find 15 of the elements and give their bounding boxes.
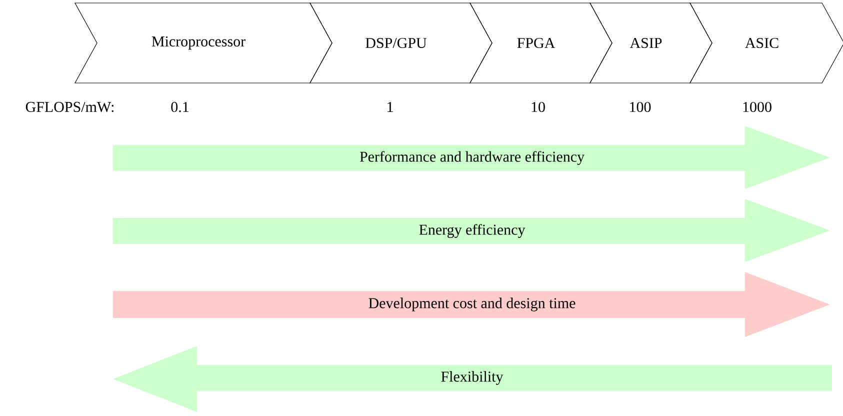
scale-label: 1 bbox=[388, 102, 393, 112]
trend-band: Performance and hardware efficiency bbox=[113, 126, 830, 189]
stage-box: ASIP bbox=[590, 2, 712, 84]
scale-label: 1000 bbox=[743, 102, 772, 112]
stage-box: Microprocessor bbox=[74, 2, 332, 84]
scale-label: 0.1 bbox=[171, 102, 188, 112]
stage-box: ASIC bbox=[690, 2, 843, 84]
trend-band: Energy efficiency bbox=[113, 199, 830, 262]
trend-band: Development cost and design time bbox=[113, 272, 830, 337]
stage-box: FPGA bbox=[470, 2, 612, 84]
trend-band: Flexibility bbox=[113, 346, 832, 412]
scale-label: 100 bbox=[630, 102, 651, 112]
scale-label: GFLOPS/mW: bbox=[26, 102, 114, 112]
stage-box: DSP/GPU bbox=[310, 2, 492, 84]
scale-label: 10 bbox=[532, 102, 545, 112]
